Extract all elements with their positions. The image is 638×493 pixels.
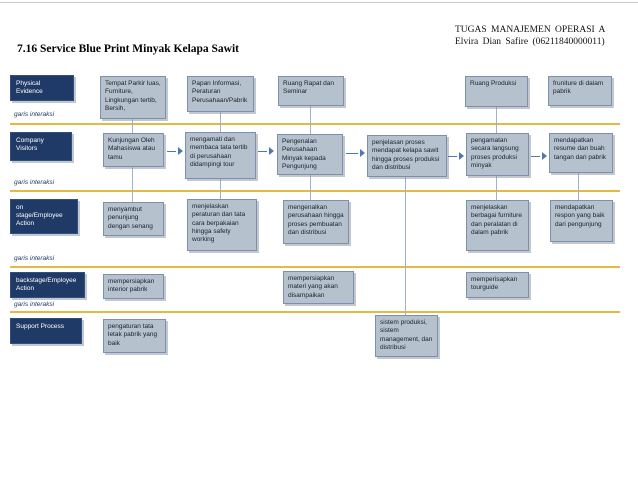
interaction-line-3 bbox=[10, 266, 620, 268]
flow-arrow bbox=[448, 152, 464, 160]
box-mendapatkan-resume: mendapatkan resume dan buah tangan dari … bbox=[549, 133, 613, 173]
box-penjelasan-proses: penjelasan proses mendapat kelapa sawit … bbox=[367, 135, 447, 177]
box-papan-informasi: Papan Informasi, Peraturan Perusahaan/Pa… bbox=[187, 76, 254, 112]
flow-arrow bbox=[258, 147, 274, 155]
flow-arrow bbox=[346, 149, 365, 157]
box-pengaturan-tata: pengaturan tata letak pabrik yang baik bbox=[103, 319, 166, 353]
flow-arrow-head bbox=[269, 147, 274, 155]
flow-arrow bbox=[167, 147, 183, 155]
flow-arrow-head bbox=[178, 147, 183, 155]
connector-line bbox=[310, 105, 311, 134]
flow-arrow-shaft bbox=[258, 150, 267, 152]
box-tempat-parkir: Tempat Parkir luas, Furniture, Lingkunga… bbox=[100, 76, 166, 119]
box-mendapatkan-respon: mendapatkan respon yang baik dari pengun… bbox=[550, 200, 613, 242]
connector-line bbox=[132, 166, 133, 202]
box-fruniture: fruniture di dalam pabrik bbox=[548, 76, 612, 106]
box-pengenalan: Pengenalan Perusahaan Minyak kepada Peng… bbox=[277, 134, 343, 176]
interaction-line-2 bbox=[10, 190, 620, 192]
flow-arrow-head bbox=[360, 149, 365, 157]
interaction-line-1 bbox=[10, 123, 620, 125]
course-title: TUGAS MANAJEMEN OPERASI A bbox=[455, 25, 606, 35]
box-mengenalkan: mengenalkan perusahaan hingga proses pem… bbox=[283, 200, 349, 244]
box-menyambut: menyambut penunjung dengan senang bbox=[103, 202, 164, 236]
lane-label-onstage: on stage/Employee Action bbox=[10, 199, 78, 234]
connector-line bbox=[310, 173, 311, 200]
box-ruang-rapat: Ruang Rapat dan Seminar bbox=[278, 76, 344, 106]
garis-interaksi-label: garis interaksi bbox=[14, 255, 55, 262]
lane-label-backstage: backstage/Employee Action bbox=[10, 272, 85, 299]
box-menjelaskan-peraturan: menjelaskan peraturan dan tata cara berp… bbox=[187, 199, 257, 251]
flow-arrow-shaft bbox=[531, 155, 540, 157]
box-sistem-produksi: sistem produksi, sistem management, dan … bbox=[375, 315, 438, 357]
box-menjelaskan-furniture: menjelaskan berbagai furniture dan peral… bbox=[466, 200, 529, 251]
connector-line bbox=[220, 178, 221, 199]
connector-line bbox=[132, 118, 133, 133]
box-kunjungan: Kunjungan Oleh Mahasiswa atau tamu bbox=[103, 133, 164, 167]
connector-line bbox=[405, 176, 406, 315]
interaction-line-4 bbox=[10, 311, 620, 313]
box-mempersiapkan-interior: mempersiapkan interior pabrik bbox=[103, 274, 164, 299]
flow-arrow-shaft bbox=[167, 150, 176, 152]
slide-top-border bbox=[0, 2, 638, 3]
box-mengamati: mengamati dan membaca tata tertib di per… bbox=[185, 132, 256, 179]
flow-arrow bbox=[531, 152, 547, 160]
page-header: TUGAS MANAJEMEN OPERASI A Elvira Dian Sa… bbox=[455, 25, 635, 48]
connector-line bbox=[220, 111, 221, 132]
box-mempersiapkan-materi: mempersiapkan materi yang akan disampaik… bbox=[283, 271, 354, 304]
lane-label-physical-evidence: Physical Evidence bbox=[10, 75, 74, 102]
box-pengamatan: pengamatan secara langsung proses produk… bbox=[466, 133, 529, 176]
connector-line bbox=[496, 106, 497, 133]
garis-interaksi-label: garis interaksi bbox=[14, 179, 55, 186]
flow-arrow-head bbox=[542, 152, 547, 160]
box-ruang-produksi: Ruang Produksi bbox=[465, 76, 528, 107]
garis-interaksi-label: garis interaksi bbox=[14, 111, 55, 118]
connector-line bbox=[578, 172, 579, 200]
flow-arrow-shaft bbox=[346, 152, 358, 154]
garis-interaksi-label: garis interaksi bbox=[14, 301, 55, 308]
author-line: Elvira Dian Safire (06211840000011) bbox=[455, 36, 605, 47]
connector-line bbox=[496, 175, 497, 200]
flow-arrow-head bbox=[459, 152, 464, 160]
flow-arrow-shaft bbox=[448, 155, 457, 157]
lane-label-support: Support Process bbox=[10, 318, 82, 344]
lane-label-company-visitors: Company Visitors bbox=[10, 132, 72, 161]
slide-title: 7.16 Service Blue Print Minyak Kelapa Sa… bbox=[17, 43, 240, 55]
box-memperisapkan-tourguide: memperisapkan tourguide bbox=[466, 272, 529, 298]
